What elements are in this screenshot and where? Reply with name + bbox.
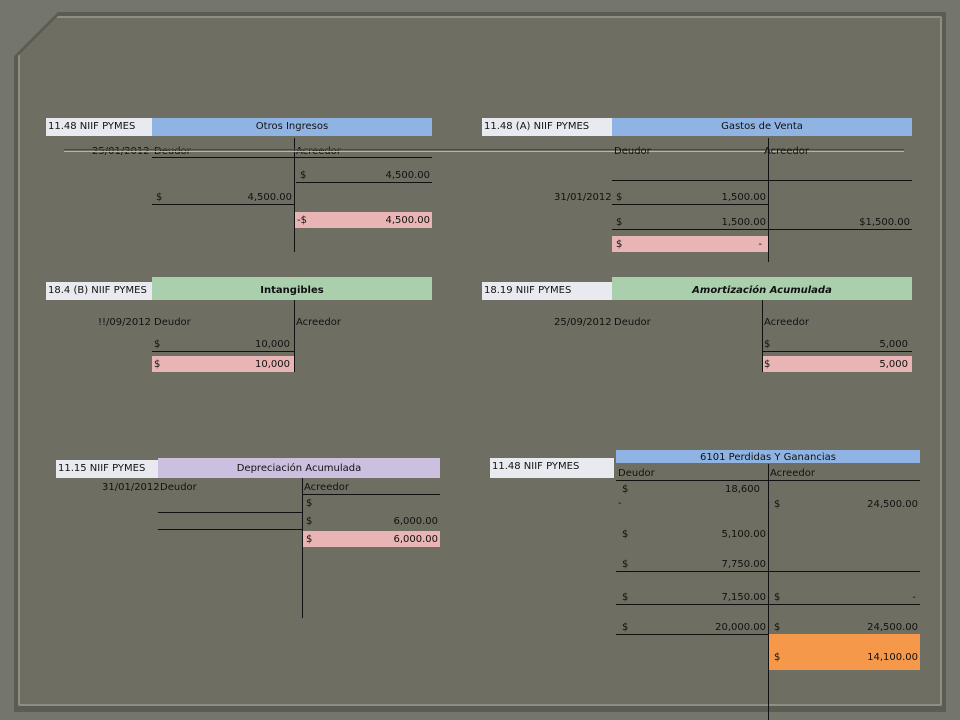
t-account-divider — [768, 464, 769, 720]
row-line — [612, 180, 912, 181]
row-line — [152, 204, 294, 205]
row-line — [612, 204, 768, 205]
credit-currency: $ — [764, 339, 771, 350]
t-account-divider — [294, 138, 295, 252]
row-line — [152, 351, 294, 352]
credit-currency: $ — [306, 498, 313, 509]
account-title: 6101 Perdidas Y Ganancias — [616, 450, 920, 463]
t-account-divider — [768, 138, 769, 262]
row-line — [616, 571, 920, 572]
balance-amount: 5,000 — [879, 359, 908, 370]
debit-amount: 4,500.00 — [247, 192, 292, 203]
debit-currency-4: $ — [622, 592, 629, 603]
t-account-top-line — [152, 157, 432, 158]
debit-header: Deudor — [154, 317, 191, 328]
balance-currency: $ — [616, 239, 623, 250]
credit-amount-1: 24,500.00 — [867, 499, 918, 510]
credit-currency-2: $ — [306, 516, 313, 527]
credit-currency-1: $ — [774, 499, 781, 510]
sum-amount: 1,500.00 — [721, 217, 766, 228]
credit-amount-5: 24,500.00 — [867, 622, 918, 633]
debit-header: Deudor — [614, 146, 651, 157]
debit-currency-5: $ — [622, 622, 629, 633]
debit-currency: $ — [156, 192, 163, 203]
account-title: Amortización Acumulada — [612, 277, 912, 300]
sum-credit: $1,500.00 — [859, 217, 910, 228]
credit-header: Acreedor — [296, 317, 341, 328]
debit-currency-1: $ — [622, 484, 629, 495]
debit-header: Deudor — [618, 468, 655, 479]
t-account-divider — [294, 300, 295, 372]
balance-currency: -$ — [297, 215, 307, 226]
balance-amount: 6,000.00 — [393, 534, 438, 545]
debit-amount-4: 7,150.00 — [721, 592, 766, 603]
credit-currency: $ — [300, 170, 307, 181]
debit-header: Deudor — [160, 482, 197, 493]
debit-amount: 1,500.00 — [721, 192, 766, 203]
balance-cell — [152, 356, 294, 372]
row-line — [302, 494, 440, 495]
credit-header: Acreedor — [304, 482, 349, 493]
balance-cell — [763, 356, 912, 372]
balance-amount: 10,000 — [255, 359, 290, 370]
balance-amount: 4,500.00 — [385, 215, 430, 226]
balance-currency: $ — [306, 534, 313, 545]
t-account-divider — [762, 300, 763, 372]
balance-cell — [295, 212, 432, 228]
entry-date: 31/01/2012 — [554, 192, 612, 203]
account-code: 11.15 NIIF PYMES — [56, 460, 158, 478]
credit-currency-5: $ — [774, 622, 781, 633]
debit-currency-2: $ — [622, 529, 629, 540]
debit-amount-2: 5,100.00 — [721, 529, 766, 540]
account-code: 11.48 NIIF PYMES — [46, 118, 152, 136]
row-line — [762, 351, 912, 352]
account-code: 11.48 (A) NIIF PYMES — [482, 118, 612, 136]
account-title: Otros Ingresos — [152, 118, 432, 136]
credit-currency-4: $ — [774, 592, 781, 603]
balance-currency: $ — [774, 652, 781, 663]
account-code: 18.4 (B) NIIF PYMES — [46, 282, 152, 300]
account-code: 18.19 NIIF PYMES — [482, 282, 612, 300]
row-line — [158, 529, 302, 530]
row-line — [158, 512, 302, 513]
debit-currency: $ — [616, 192, 623, 203]
credit-amount-4: - — [912, 592, 916, 603]
balance-amount: 14,100.00 — [867, 652, 918, 663]
sum-currency: $ — [616, 217, 623, 228]
account-title: Intangibles — [152, 277, 432, 300]
debit-amount-1: 18,600 — [725, 484, 760, 495]
balance-currency: $ — [764, 359, 771, 370]
connector-line — [64, 149, 904, 150]
balance-cell — [303, 531, 440, 547]
debit-currency: $ — [154, 339, 161, 350]
credit-amount: 4,500.00 — [385, 170, 430, 181]
entry-date: !!/09/2012 — [98, 317, 151, 328]
row-line — [612, 229, 912, 230]
entry-date: 31/01/2012 — [102, 482, 160, 493]
credit-header: Acreedor — [764, 317, 809, 328]
debit-dash: - — [618, 498, 622, 509]
connector-line-highlight — [64, 151, 904, 152]
credit-amount: 6,000.00 — [393, 516, 438, 527]
debit-amount-3: 7,750.00 — [721, 559, 766, 570]
t-account-divider — [302, 478, 303, 618]
balance-currency: $ — [154, 359, 161, 370]
account-title: Gastos de Venta — [612, 118, 912, 136]
row-line — [296, 182, 432, 183]
credit-header: Acreedor — [770, 468, 815, 479]
account-code: 11.48 NIIF PYMES — [490, 458, 614, 478]
row-line — [616, 634, 920, 635]
credit-header: Acreedor — [764, 146, 809, 157]
debit-header: Deudor — [614, 317, 651, 328]
debit-currency-3: $ — [622, 559, 629, 570]
entry-date: 25/09/2012 — [554, 317, 612, 328]
credit-amount: 5,000 — [879, 339, 908, 350]
account-title: Depreciación Acumulada — [158, 458, 440, 478]
balance-cell — [769, 634, 920, 670]
row-line — [616, 604, 920, 605]
balance-amount: - — [758, 239, 762, 250]
debit-amount: 10,000 — [255, 339, 290, 350]
balance-cell — [612, 236, 768, 252]
debit-amount-5: 20,000.00 — [715, 622, 766, 633]
